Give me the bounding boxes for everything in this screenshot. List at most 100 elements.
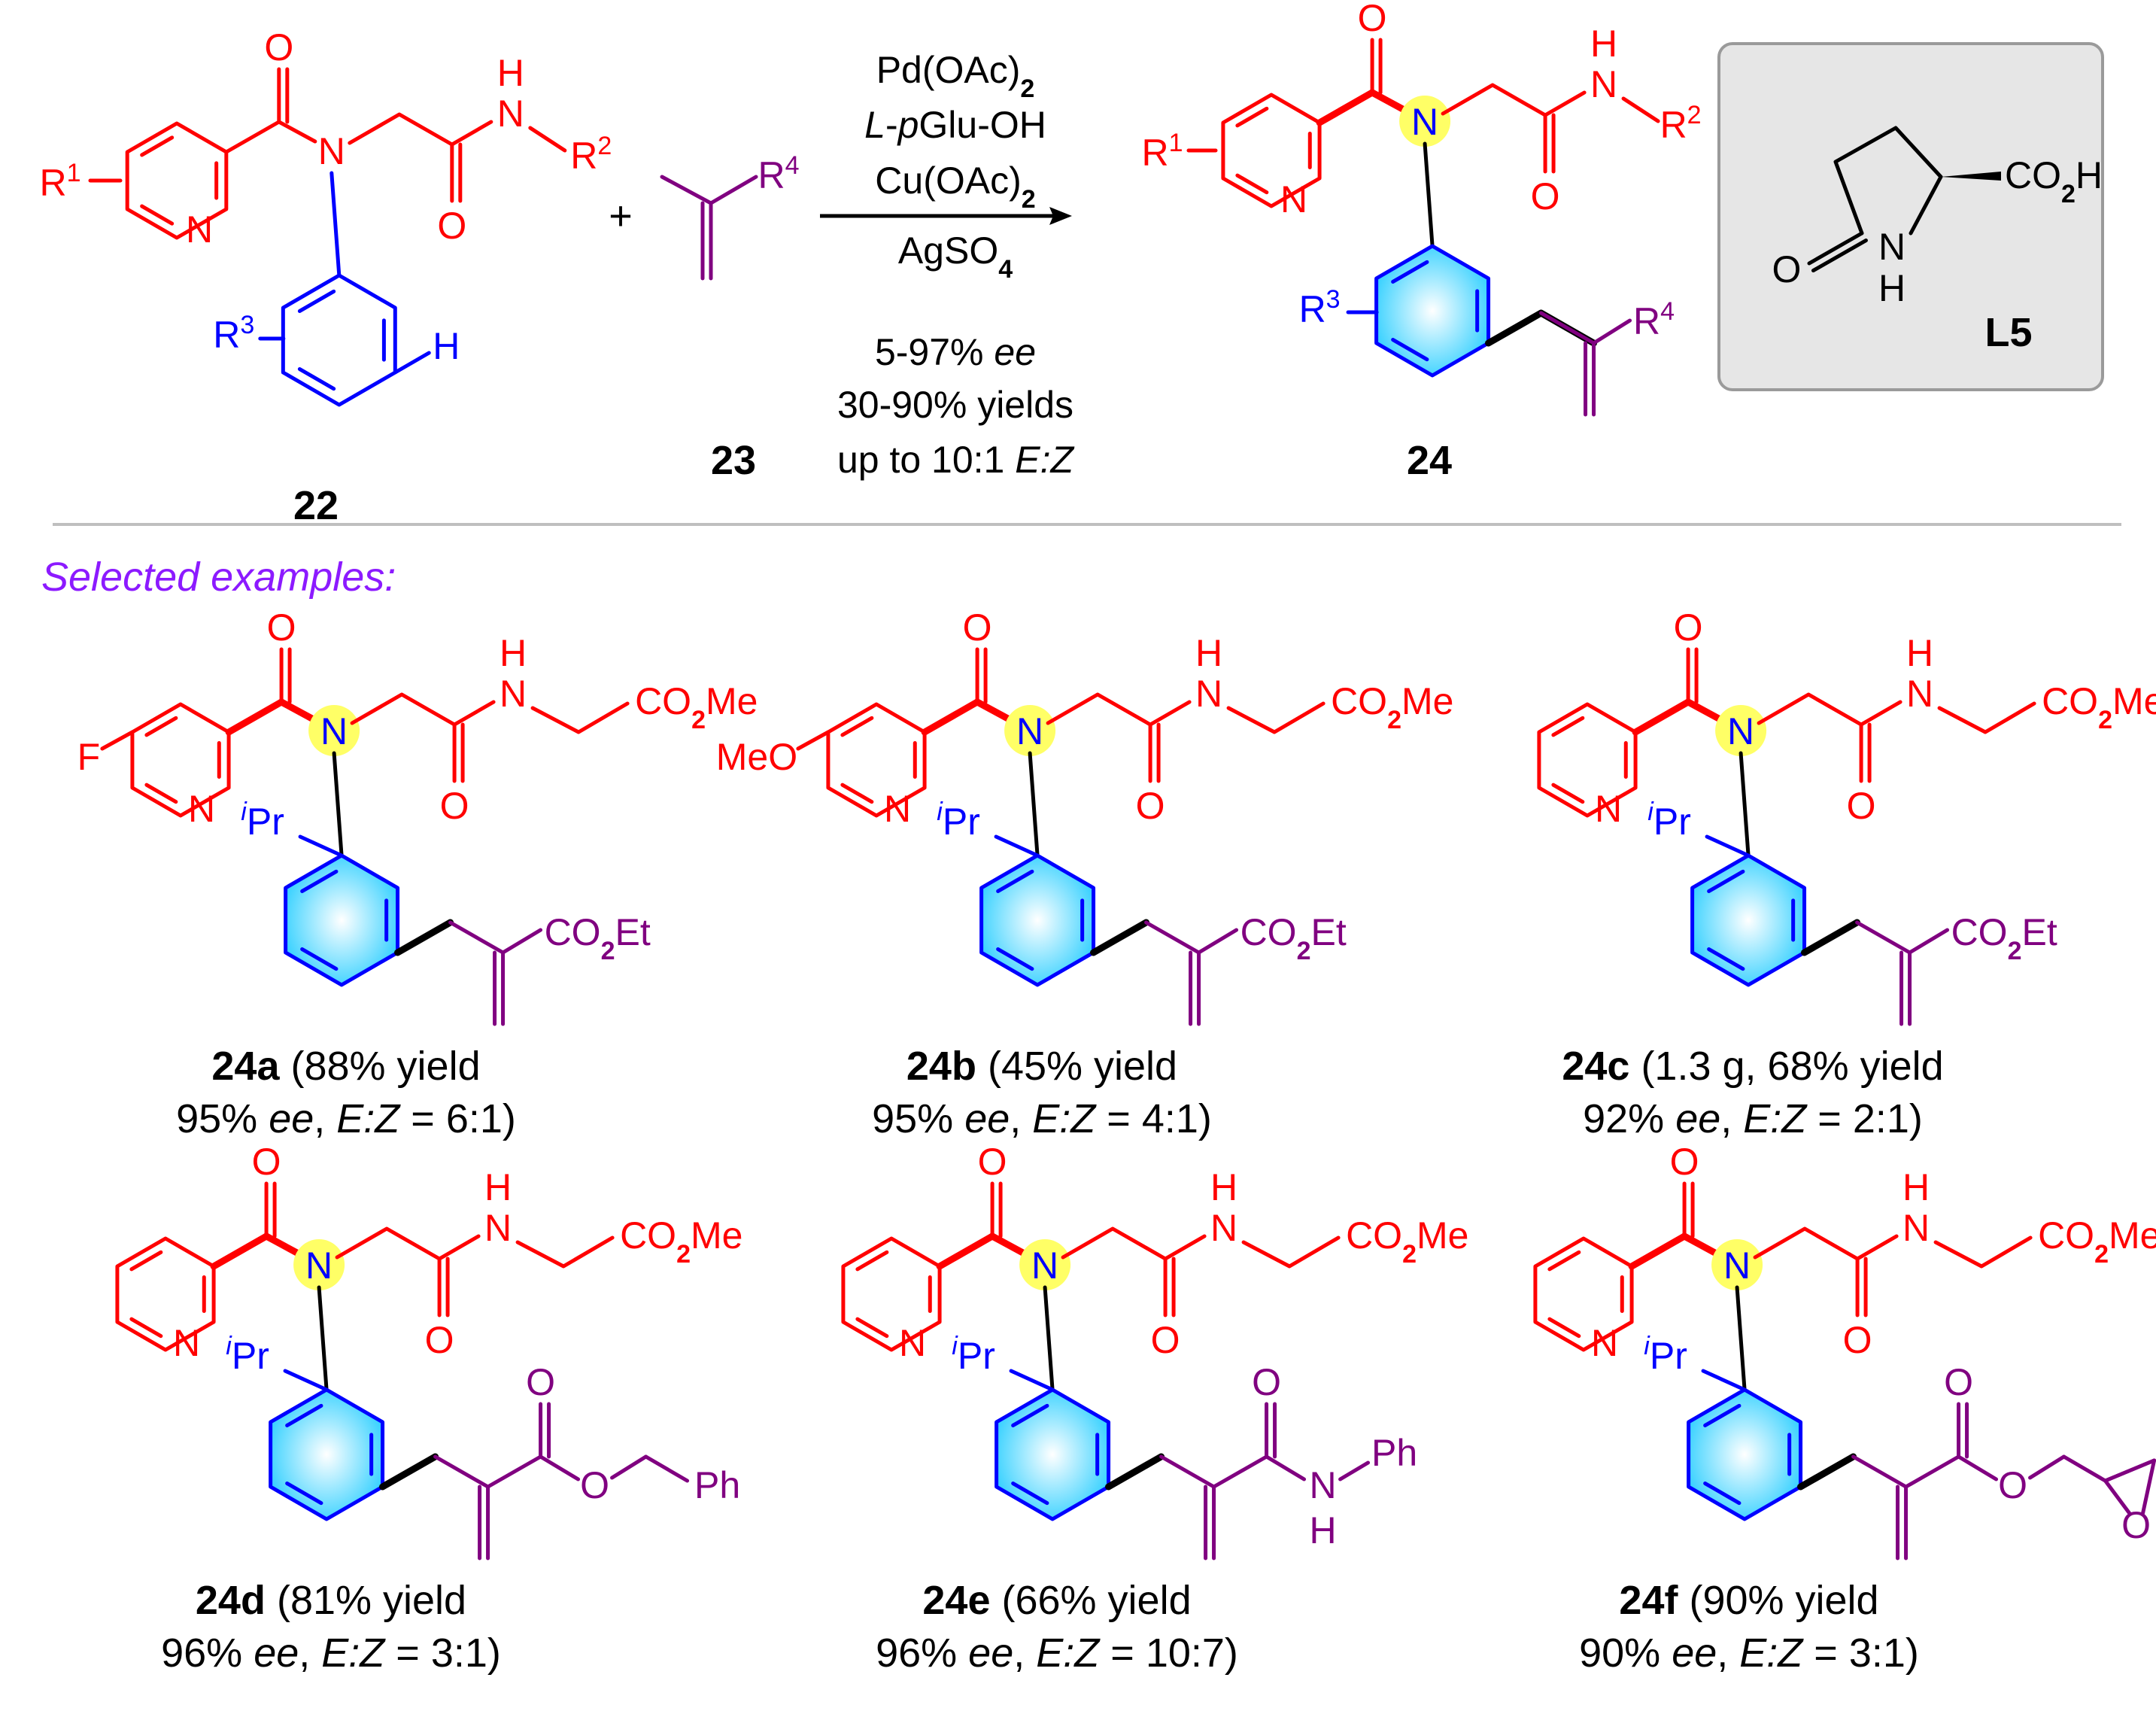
stereo-axis-highlight (1019, 1239, 1071, 1290)
compound-22-label: 22 (293, 483, 339, 528)
r4-label: R4 (758, 151, 799, 196)
ring-double-bond (1391, 260, 1429, 284)
glycine-chain (1757, 692, 1863, 727)
allyl-bond (1144, 920, 1201, 955)
ring-double-bond (140, 204, 175, 226)
glycinate-chain (515, 1235, 615, 1269)
nh-bond (450, 120, 493, 147)
amide-n-bond (973, 698, 1017, 725)
amide-oxygen: O (425, 1319, 454, 1361)
amide-bond (277, 120, 317, 144)
caption-line-2: 96% ee, E:Z = 10:7) (876, 1630, 1238, 1676)
pyridine-nitrogen: N (884, 788, 911, 830)
caption-line-1: 24d (81% yield (196, 1578, 466, 1623)
ring-double-bond (1707, 947, 1745, 971)
example-caption: 24c (1.3 g, 68% yield 92% ee, E:Z = 2:1) (1562, 1044, 1943, 1141)
isopropyl-label: iPr (937, 798, 980, 843)
caption-line-2: 95% ee, E:Z = 4:1) (872, 1096, 1212, 1141)
caption-line-2: 92% ee, E:Z = 2:1) (1583, 1096, 1923, 1141)
ring-double-bond (1011, 1403, 1049, 1427)
anilide-nitrogen: N (1310, 1464, 1337, 1506)
caption-line-1: 24a (88% yield (211, 1044, 480, 1089)
glycine-chain (1061, 1226, 1168, 1261)
compound-24-label: 24 (1407, 438, 1452, 483)
r1-label: R1 (1141, 129, 1183, 174)
pyridine-nitrogen: N (1595, 788, 1622, 830)
amide-n-bond (278, 698, 321, 725)
amide-nh-hydrogen: H (1590, 23, 1617, 65)
methyl-ester-label: CO2Me (2042, 680, 2156, 734)
r2-label: R2 (570, 132, 612, 177)
aryl-ring (284, 853, 400, 987)
amide-nitrogen: N (1016, 710, 1043, 752)
carbonyl-oxygen: O (252, 1141, 281, 1183)
r2-bond (528, 126, 567, 153)
methyl-ester-label: CO2Me (620, 1214, 742, 1269)
ee-range: 5-97% ee (875, 331, 1036, 373)
r3-label: R3 (213, 311, 254, 356)
isopropyl-label: iPr (226, 1332, 269, 1377)
aryl-ring (979, 853, 1096, 987)
amide-nitrogen: N (305, 1244, 333, 1287)
amide-oxygen: O (1531, 175, 1560, 217)
amide-n-bond (1681, 1232, 1724, 1260)
isopropyl-bond (1701, 1369, 1747, 1392)
fluoro-bond (100, 730, 135, 751)
caption-line-2: 90% ee, E:Z = 3:1) (1579, 1630, 1919, 1676)
reaction-header: NR1ONONHR2HR322+R423Pd(OAc)2L-pGlu-OHCu(… (39, 0, 2104, 528)
ring-double-bond (144, 716, 178, 737)
phenyl-label: Ph (1371, 1432, 1417, 1474)
acyl-bond (486, 1454, 543, 1489)
amide-n-bond (263, 1232, 306, 1260)
ring-double-bond (129, 1250, 163, 1272)
amide-nh-bond (1543, 90, 1587, 117)
double-bond (1807, 231, 1864, 266)
ring-double-bond (1707, 869, 1745, 893)
caption-line-1: 24b (45% yield (906, 1044, 1177, 1089)
allyl-bond (448, 920, 506, 955)
carbonyl-oxygen: O (1358, 0, 1387, 39)
acyl-bond (1904, 1454, 1961, 1489)
amide-oxygen: O (440, 785, 469, 827)
ring-double-bond (144, 783, 178, 804)
glycinate-chain (1226, 701, 1325, 734)
aryl-ring (994, 1387, 1111, 1521)
alkene-chain (660, 175, 758, 205)
ester-oxygen: O (1998, 1464, 2027, 1506)
new-cc-bond (1090, 919, 1150, 956)
example-caption: 24b (45% yield 95% ee, E:Z = 4:1) (872, 1044, 1212, 1141)
r4-label: R4 (1633, 297, 1675, 342)
nh-hydrogen: H (497, 52, 524, 94)
ring-double-bond (1551, 783, 1585, 804)
pyridine-nitrogen: N (1280, 178, 1307, 220)
ortho-hydrogen: H (433, 325, 460, 367)
amide-nitrogen: N (1727, 710, 1754, 752)
nh-nitrogen: N (497, 93, 524, 135)
phenyl-label: Ph (694, 1464, 740, 1506)
r1-label: R1 (39, 159, 80, 204)
caption-line-1: 24c (1.3 g, 68% yield (1562, 1044, 1943, 1089)
allyl-bond (1855, 920, 1912, 955)
amide-nh-bond (437, 1234, 481, 1261)
pyridine-carbonyl-bond (1632, 698, 1692, 736)
caption-line-2: 96% ee, E:Z = 3:1) (161, 1630, 501, 1676)
amide-nh-nitrogen: N (1590, 63, 1617, 105)
ring-double-bond (285, 1482, 323, 1506)
lactam-ring (1833, 126, 1943, 236)
n-phenyl-bond (1338, 1460, 1371, 1482)
amide-nitrogen: N (320, 710, 348, 752)
amide-nh-bond (1855, 1234, 1899, 1261)
isopropyl-bond (1009, 1369, 1055, 1392)
caption-line-1: 24f (90% yield (1619, 1578, 1878, 1623)
amide-n-bond (988, 1232, 1032, 1260)
methyl-ester-label: CO2Me (1331, 680, 1453, 734)
caption-line-2: 95% ee, E:Z = 6:1) (176, 1096, 516, 1141)
lactam-nitrogen: N (1878, 226, 1905, 268)
isopropyl-bond (283, 1369, 329, 1392)
glycinate-chain (530, 701, 630, 734)
pyridine-nitrogen: N (899, 1322, 926, 1364)
